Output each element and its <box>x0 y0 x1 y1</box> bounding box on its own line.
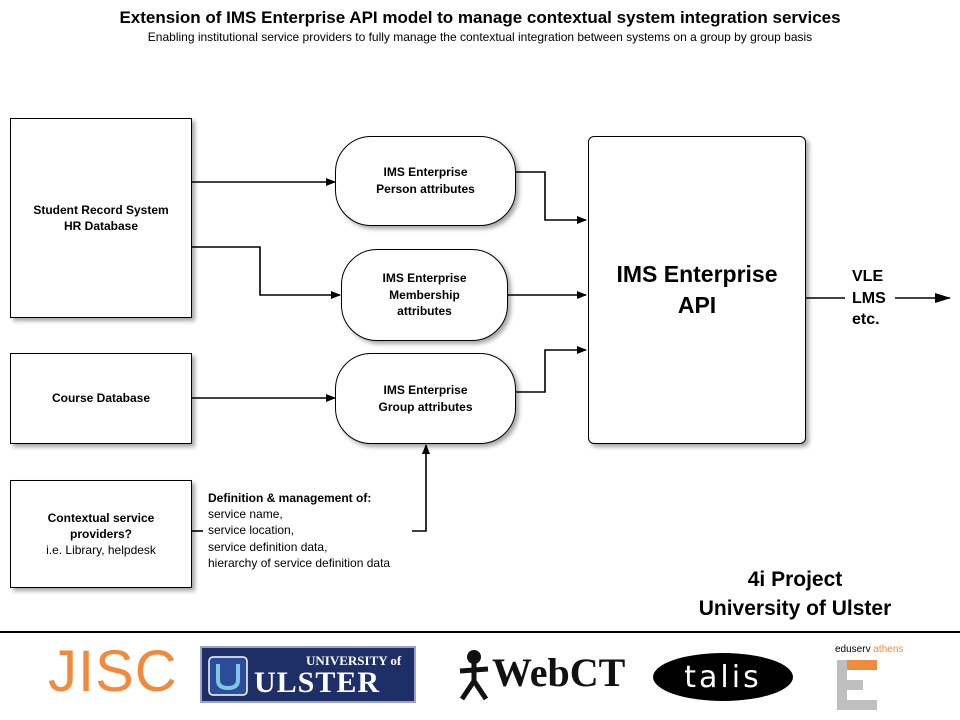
person-attributes-node: IMS Enterprise Person attributes <box>335 136 516 226</box>
definitions-item: service location, <box>208 523 295 538</box>
person-attributes-line-2: Person attributes <box>376 182 475 196</box>
student-record-label: Student Record System <box>33 202 169 217</box>
ulster-crest-icon <box>208 656 248 696</box>
membership-attributes-line-1: IMS Enterprise <box>382 270 467 285</box>
contextual-note: i.e. Library, helpdesk <box>46 543 156 558</box>
connector-person-to-api <box>516 171 587 224</box>
webct-logo: WebCT <box>452 645 627 705</box>
connector-student-to-membership <box>192 246 341 299</box>
ulster-logo-bottom-text: ULSTER <box>254 666 381 699</box>
membership-attributes-node: IMS Enterprise Membership attributes <box>341 249 508 341</box>
api-line-2: API <box>677 292 717 318</box>
api-line-1: IMS Enterprise <box>616 260 778 287</box>
person-attributes-line-1: IMS Enterprise <box>383 165 468 180</box>
university-of-ulster-logo: UNIVERSITY of ULSTER <box>200 646 416 703</box>
definitions-heading: Definition & management of: <box>208 491 372 505</box>
ulster-logo-top-text: UNIVERSITY of <box>306 653 402 668</box>
definitions-item: service definition data, <box>208 539 328 554</box>
project-university: University of Ulster <box>698 597 892 621</box>
group-attributes-line-1: IMS Enterprise <box>383 382 468 397</box>
ims-enterprise-api-box: IMS Enterprise API <box>588 136 806 444</box>
course-database-box: Course Database <box>10 353 192 444</box>
webct-figure-icon <box>459 650 489 701</box>
definitions-item: hierarchy of service definition data <box>208 555 391 570</box>
eduserv-athens-logo: eduserv athens <box>835 644 935 714</box>
eduserv-athens-text: eduserv athens <box>835 644 904 655</box>
student-record-system-box: Student Record System HR Database <box>10 118 192 318</box>
connector-definitions-to-group <box>412 444 430 532</box>
hr-database-label: HR Database <box>63 219 139 233</box>
contextual-title-line-2: providers? <box>69 526 132 541</box>
output-lms: LMS <box>852 289 886 307</box>
output-vle: VLE <box>852 268 884 285</box>
jisc-logo: JISC <box>48 639 178 704</box>
contextual-title-line-1: Contextual service <box>47 510 155 525</box>
diagram-subtitle: Enabling institutional service providers… <box>147 30 813 44</box>
group-attributes-node: IMS Enterprise Group attributes <box>335 353 516 444</box>
output-systems-list: VLE LMS etc. <box>852 266 886 331</box>
membership-attributes-line-2: Membership <box>389 287 460 302</box>
course-database-label: Course Database <box>51 391 151 406</box>
footer-divider <box>0 631 960 633</box>
connector-group-to-api <box>516 346 587 393</box>
project-name: 4i Project <box>747 568 843 591</box>
project-label: 4i Project University of Ulster <box>660 565 930 624</box>
contextual-service-providers-box: Contextual service providers? i.e. Libra… <box>10 480 192 588</box>
webct-logo-text: WebCT <box>492 650 626 695</box>
definition-management-text: Definition & management of: service name… <box>208 490 390 571</box>
output-etc: etc. <box>852 311 880 329</box>
eduserv-e-mark-icon <box>837 660 877 710</box>
talis-logo: talis <box>653 653 793 701</box>
diagram-title: Extension of IMS Enterprise API model to… <box>119 8 841 27</box>
group-attributes-line-2: Group attributes <box>378 399 473 414</box>
definitions-item: service name, <box>208 507 283 522</box>
membership-attributes-line-3: attributes <box>397 304 452 319</box>
